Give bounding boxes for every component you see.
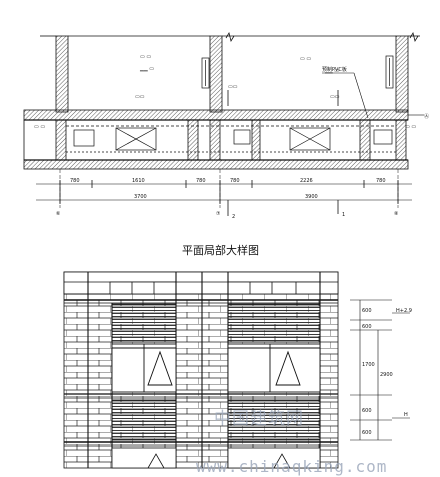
svg-text:▁▁ ▭: ▁▁ ▭ [139,66,154,72]
svg-text:▭ ▭: ▭ ▭ [140,54,151,60]
axis-label-8: ⑧ [394,211,399,217]
elev-louver-upper [111,303,321,343]
elev-dim-4: 2900 [380,372,393,378]
callout-2: 2 [232,214,235,220]
elev-dim-5: 600 [362,408,372,414]
elev-dimensions: H+2.9 H 600 600 1700 2900 600 600 [350,299,412,441]
svg-text:▭▭: ▭▭ [135,94,145,100]
plan-dim-a: 780 [70,178,80,184]
leader-text: 预制PVC板 [322,66,347,73]
elev-top-band [63,271,339,304]
svg-text:▭ ▭: ▭ ▭ [405,124,416,130]
plan-upper-walls [40,31,420,113]
plan-dim-c: 780 [196,178,206,184]
plan-dim-h: 3900 [305,194,318,200]
svg-text:▭ ▭: ▭ ▭ [300,56,311,62]
elev-dim-2: 600 [362,324,372,330]
plan-dim-f: 780 [376,178,386,184]
elev-level-top: H+2.9 [396,308,412,314]
plan-dim-e: 2226 [300,178,313,184]
elev-level-bottom: H [404,412,408,418]
axis-label-7: ⑦ [216,211,221,217]
side-axis-marker: Ⓐ [408,113,429,120]
plan-view: ▭ ▭ ▁▁ ▭ ▭ ▭ ▁▁ ▭ ▭▭ ▭▭ ▭▭ ▭ ▭ ▭ ▭ 预制PVC… [23,31,429,220]
elev-sills [64,393,338,399]
plan-wall-band [23,109,409,170]
plan-dim-g: 3700 [134,194,147,200]
elev-dim-6: 600 [362,430,372,436]
axis-label-6: ⑥ [56,211,61,217]
side-axis-label: Ⓐ [424,113,429,120]
elev-window-right [227,343,321,393]
callout-1: 1 [342,212,345,218]
watermark-cn: 中国建筑网 [214,409,304,429]
plan-window-units [73,127,393,151]
plan-dim-b: 1610 [132,178,145,184]
elev-louver-lower [64,399,338,447]
section-markers: 2 1 [227,90,345,220]
svg-text:▭▭: ▭▭ [330,94,340,100]
watermark-url: www.chinaqking.com [196,457,387,476]
plan-title: 平面局部大样图 [182,243,259,257]
svg-text:▭▭: ▭▭ [228,84,238,90]
elev-window-left [111,343,177,393]
svg-text:▁▁ ▭: ▁▁ ▭ [324,68,339,74]
grid-axes: ⑥ ⑦ ⑧ [56,169,399,217]
radiator-left [201,55,394,89]
elev-dim-1: 600 [362,308,372,314]
elev-bottom-windows [111,447,321,469]
room-labels: ▭ ▭ ▁▁ ▭ ▭ ▭ ▁▁ ▭ ▭▭ ▭▭ ▭▭ ▭ ▭ ▭ ▭ [34,54,416,130]
plan-dim-d: 780 [230,178,240,184]
elev-dim-3: 1700 [362,362,375,368]
elevation-view: H+2.9 H 600 600 1700 2900 600 600 [63,271,412,469]
plan-dimensions: 780 1610 780 780 2226 780 3700 3900 [36,178,412,204]
svg-text:▭ ▭: ▭ ▭ [34,124,45,130]
